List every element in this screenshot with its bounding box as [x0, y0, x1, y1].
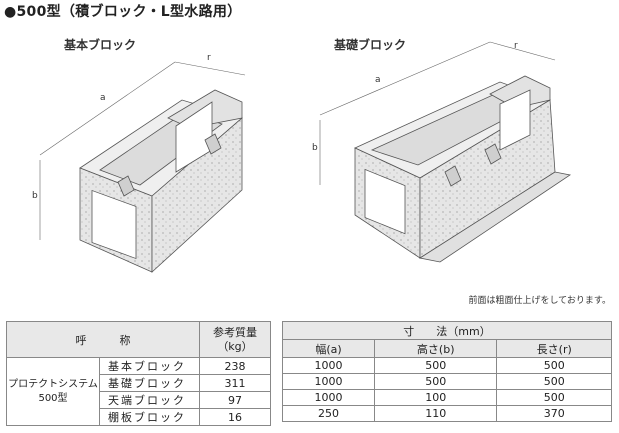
foundation-dim-r: r: [514, 41, 518, 51]
table-row-weight: 238: [199, 357, 271, 375]
table-cell-width: 1000: [281, 373, 376, 390]
header-name: 呼 称: [6, 321, 200, 358]
header-length: 長さ(r): [496, 339, 612, 358]
table-cell-height: 100: [374, 389, 498, 406]
basic-dim-a: a: [100, 93, 106, 103]
table-cell-length: 500: [496, 373, 612, 390]
table-cell-width: 1000: [281, 389, 376, 406]
table-cell-length: 370: [496, 405, 612, 422]
table-row-name: 基本ブロック: [99, 357, 200, 375]
basic-block-title: 基本ブロック: [64, 38, 137, 52]
foundation-block-title: 基礎ブロック: [334, 38, 407, 52]
header-height: 高さ(b): [374, 339, 498, 358]
basic-dim-r: r: [207, 53, 211, 63]
foundation-dim-a: a: [375, 75, 381, 85]
table-cell-length: 500: [496, 389, 612, 406]
table-cell-height: 500: [374, 357, 498, 374]
basic-block-drawing: [39, 61, 246, 273]
basic-dim-b: b: [32, 191, 38, 201]
table-cell-length: 500: [496, 357, 612, 374]
header-width: 幅(a): [281, 339, 376, 358]
table-row-weight: 97: [199, 391, 271, 409]
dimensions-table: 寸 法（mm） 幅(a) 高さ(b) 長さ(r) 1000 500 500 10…: [281, 321, 612, 422]
foundation-block-drawing: [319, 41, 572, 263]
table-row-weight: 311: [199, 374, 271, 392]
finish-note: 前面は粗面仕上げをしております。: [468, 296, 611, 306]
table-row-name: 天端ブロック: [99, 391, 200, 409]
table-cell-width: 250: [281, 405, 376, 422]
table-row-weight: 16: [199, 408, 271, 426]
block-illustrations: a r b a r b: [32, 41, 572, 273]
table-cell-width: 1000: [281, 357, 376, 374]
table-row-name: 基礎ブロック: [99, 374, 200, 392]
series-name: プロテクトシステム 500型: [6, 357, 100, 426]
foundation-dim-b: b: [312, 143, 318, 153]
name-weight-table: 呼 称 参考質量 （kg） プロテクトシステム 500型 基本ブロック 238 …: [6, 321, 271, 426]
table-cell-height: 110: [374, 405, 498, 422]
table-row-name: 棚板ブロック: [99, 408, 200, 426]
page-heading: ●500型（積ブロック・L型水路用）: [4, 4, 242, 20]
table-cell-height: 500: [374, 373, 498, 390]
header-weight: 参考質量 （kg）: [199, 321, 271, 358]
header-dimensions: 寸 法（mm）: [282, 321, 612, 340]
